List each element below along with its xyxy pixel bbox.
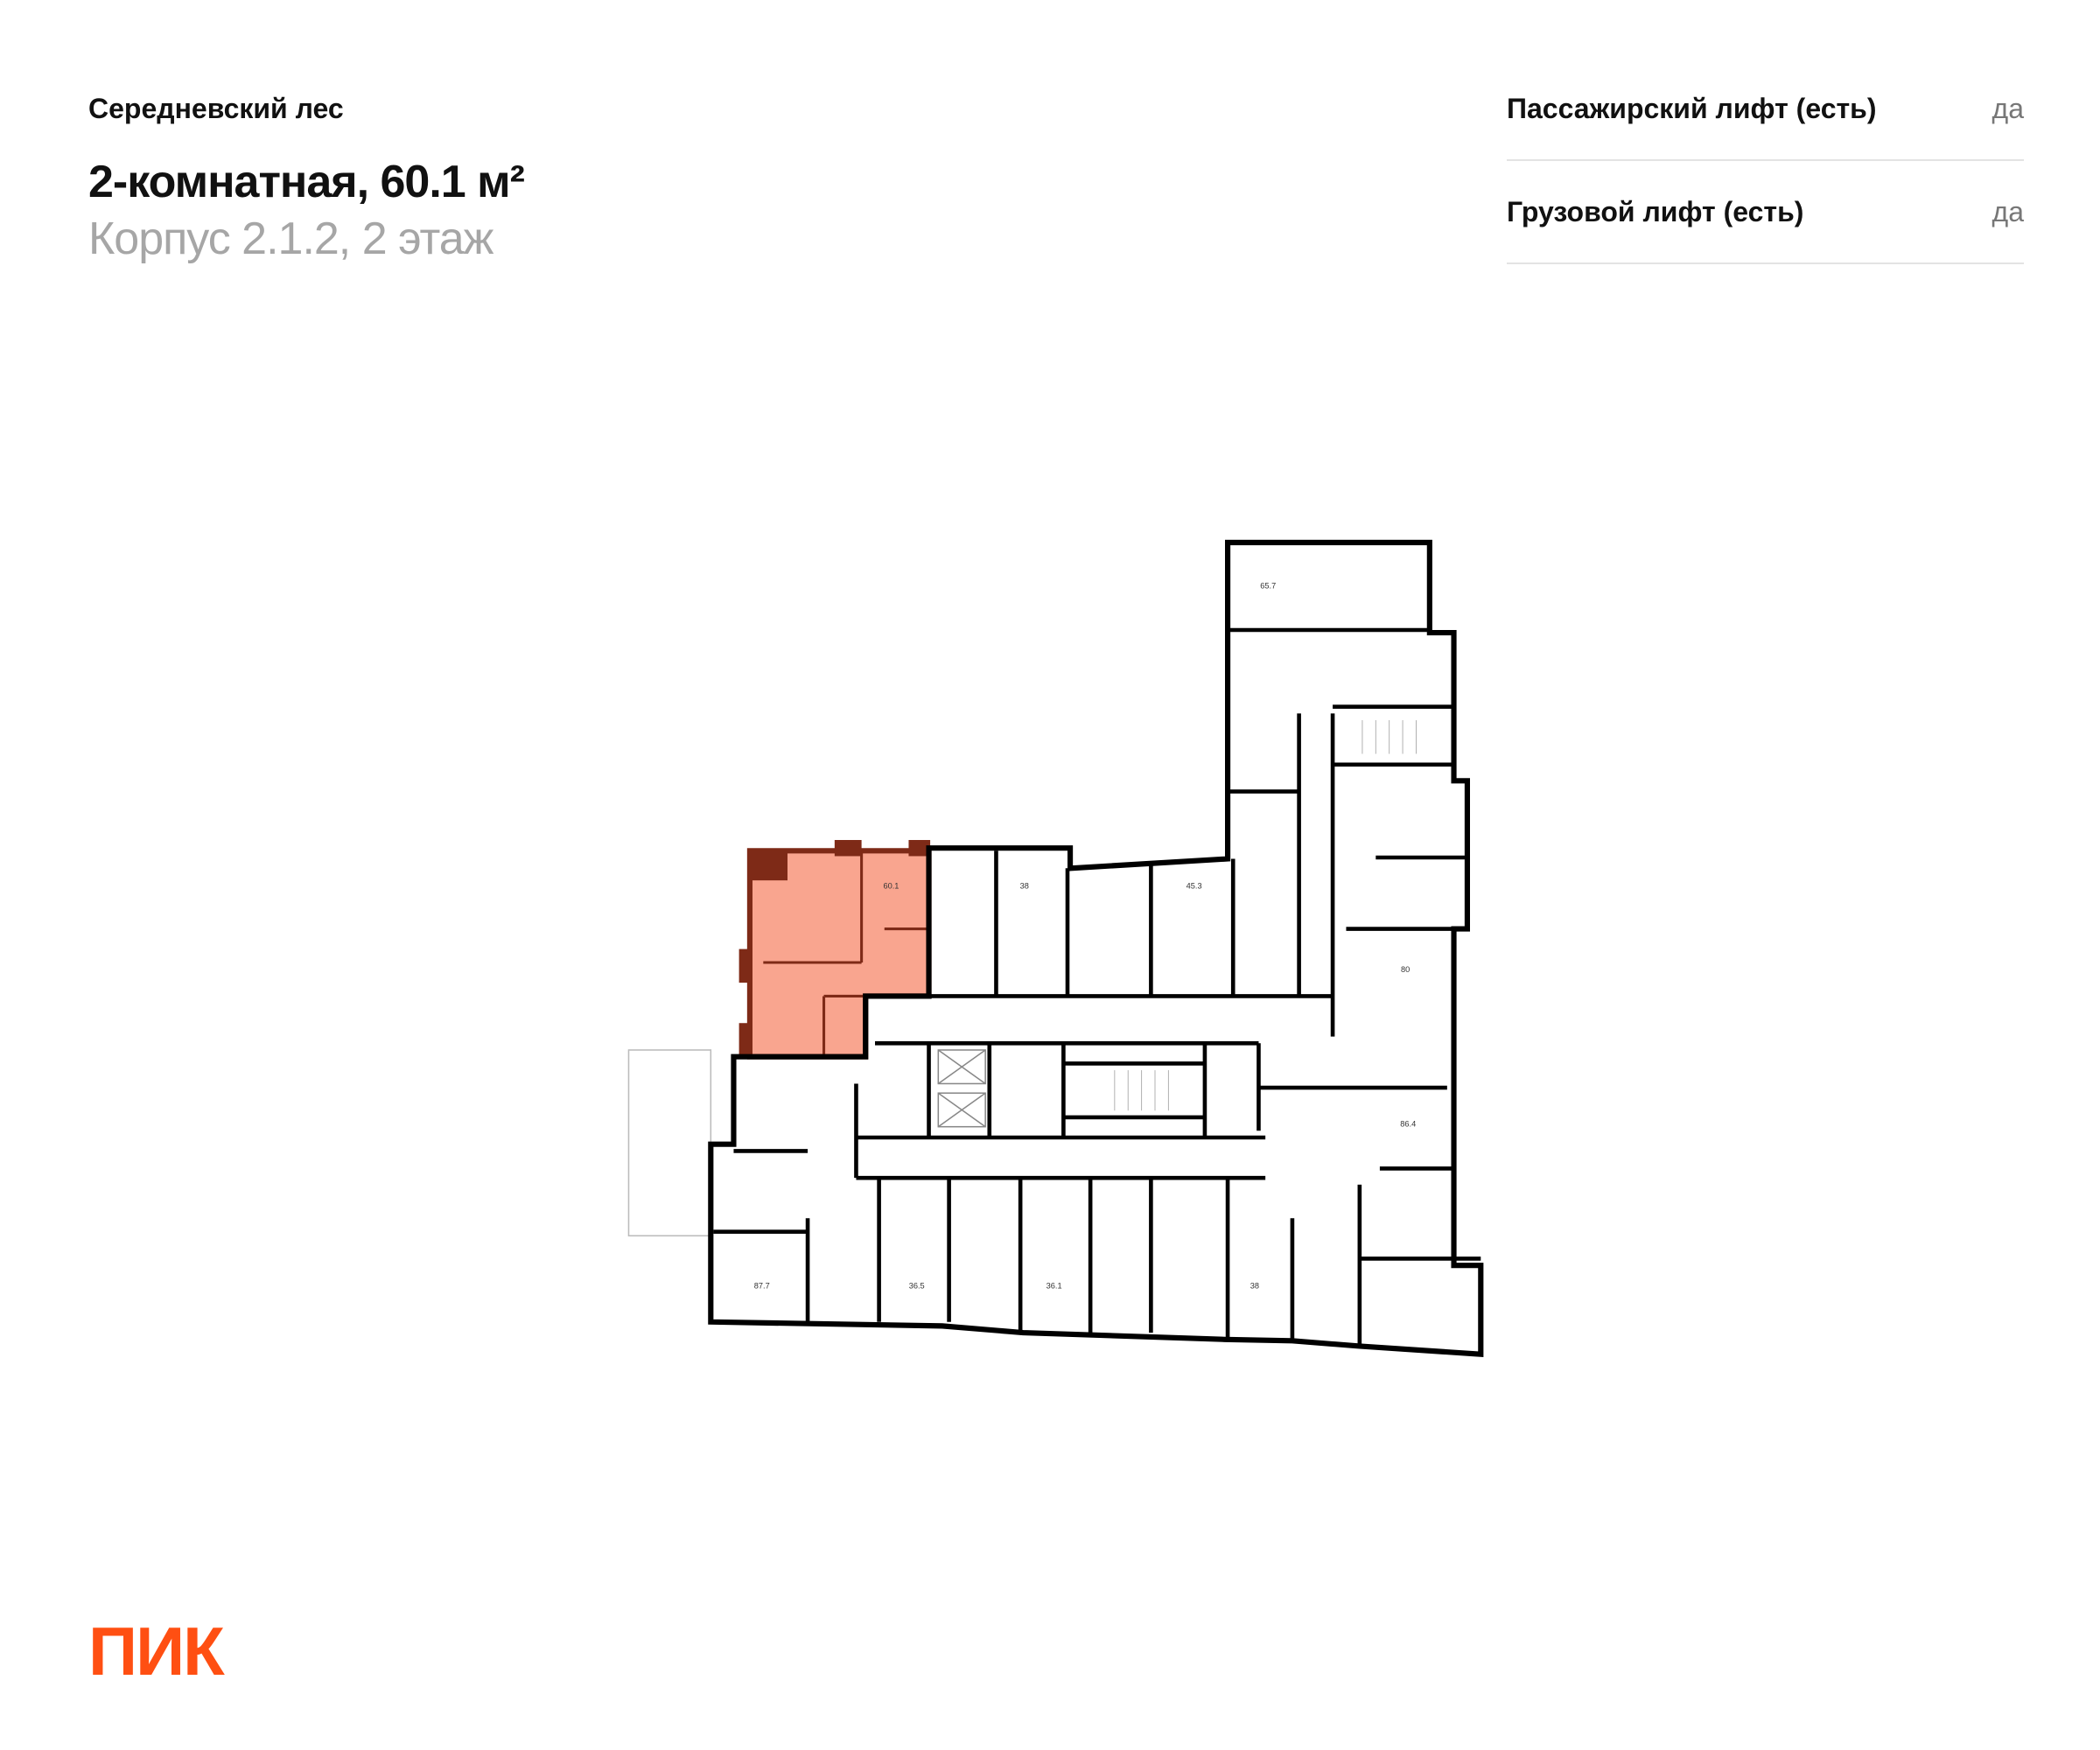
elevators (937, 1049, 986, 1128)
feature-label: Пассажирский лифт (есть) (1507, 93, 1877, 124)
apartment-area-label: 87.7 (754, 1281, 770, 1290)
interior-walls (713, 627, 1481, 1347)
feature-label: Грузовой лифт (есть) (1507, 195, 1804, 228)
apartment-area-label: 65.7 (1260, 581, 1276, 590)
apartment-area-label: 80 (1401, 965, 1410, 974)
apartment-area-label: 38 (1250, 1281, 1259, 1290)
pik-logo[interactable]: ПИК (88, 1613, 225, 1690)
feature-freight-lift: Грузовой лифт (есть) да (1507, 161, 2024, 264)
features-list: Пассажирский лифт (есть) да Грузовой лиф… (1507, 88, 2024, 264)
stairs (1114, 720, 1417, 1111)
feature-passenger-lift: Пассажирский лифт (есть) да (1507, 88, 2024, 161)
project-name: Середневский лес (88, 93, 344, 124)
feature-value: да (1992, 93, 2024, 124)
apartment-area-label: 45.3 (1186, 881, 1202, 890)
selected-apartment-walls (763, 850, 929, 1057)
feature-value: да (1992, 195, 2024, 228)
apartment-title: 2-комнатная, 60.1 м² (88, 157, 525, 207)
apartment-area-label: 86.4 (1400, 1120, 1416, 1129)
apartment-area-label: 60.1 (883, 881, 899, 890)
balcony (627, 1049, 712, 1237)
selected-apartment-columns (738, 840, 931, 1057)
apartment-area-label: 38 (1020, 881, 1029, 890)
building-outline (708, 539, 1484, 1357)
building-floor-subtitle: Корпус 2.1.2, 2 этаж (88, 214, 494, 264)
selected-apartment[interactable] (746, 848, 932, 1060)
apartment-area-label: 36.1 (1046, 1281, 1062, 1290)
apartment-area-label: 36.5 (909, 1281, 925, 1290)
